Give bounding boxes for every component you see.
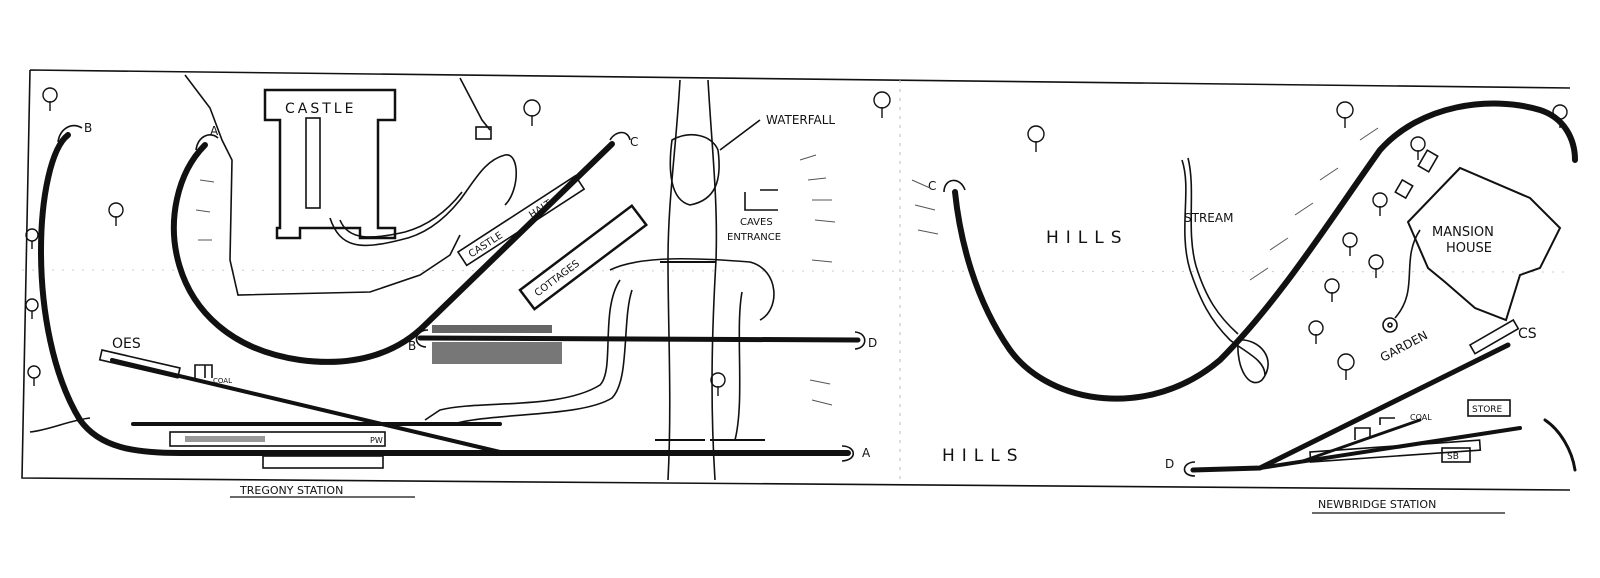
stream	[734, 291, 743, 441]
pw-label: PW	[370, 436, 383, 445]
garden-fountain-inner	[1387, 322, 1393, 328]
baseboard-outline	[21, 69, 1571, 491]
caves-label-1: CAVES	[740, 217, 773, 228]
tregony-lower-platform	[262, 455, 384, 469]
garden-fountain	[1382, 317, 1398, 333]
stream	[449, 289, 633, 426]
castle-building	[263, 88, 397, 240]
castle-wall	[184, 74, 461, 296]
hill-hatching	[195, 154, 836, 406]
coal-staithes-right	[1354, 417, 1395, 440]
castle-road	[339, 191, 463, 238]
pond	[1237, 339, 1269, 384]
castle-halt-platform	[456, 174, 586, 267]
path-north	[459, 77, 491, 131]
track-end-right-d	[1183, 461, 1196, 477]
track-end-mid-c	[609, 131, 631, 141]
track-end-left-a-label: A	[210, 124, 219, 138]
hut	[475, 126, 492, 140]
track-end-left-b	[57, 124, 83, 143]
track-end-left-b-label: B	[84, 121, 92, 135]
stream	[609, 257, 775, 321]
mansion-house-label-1: MANSION	[1432, 225, 1494, 240]
river-bank	[667, 79, 681, 481]
coal-staithes-left	[194, 364, 213, 378]
track-end-mid-b	[415, 329, 429, 348]
tree-icons	[25, 87, 1568, 396]
track-newbridge-coal	[1298, 418, 1422, 464]
coal-label-left: COAL	[213, 377, 232, 385]
track-end-mid-d-label: D	[868, 336, 877, 350]
newbridge-platform	[1309, 439, 1482, 463]
stream-west	[29, 417, 91, 433]
castle-road	[329, 154, 517, 247]
track-end-mid-a	[841, 445, 855, 462]
track-end-mid-c-label: C	[630, 135, 638, 149]
track-castle-loop	[170, 141, 615, 365]
cs-label: CS	[1518, 326, 1537, 342]
stream-right	[1187, 157, 1239, 335]
tregony-platform-building	[185, 436, 265, 442]
track-oes-branch	[110, 358, 502, 454]
baseboard-join	[21, 269, 1571, 273]
oes-label: OES	[112, 336, 141, 352]
tregony-platform	[169, 431, 386, 447]
hills-label-lower: HILLS	[942, 446, 1025, 466]
track-end-mid-a-label: A	[862, 446, 871, 460]
track-end-right-c	[943, 179, 966, 193]
store-label: STORE	[1472, 405, 1503, 415]
coal-label-right: COAL	[1410, 413, 1432, 422]
newbridge-station-label: NEWBRIDGE STATION	[1318, 498, 1436, 511]
waterfall-pointer	[719, 119, 761, 151]
outbuilding	[1417, 149, 1439, 173]
garden-label: GARDEN	[1378, 328, 1430, 365]
track-left-loop	[38, 132, 851, 456]
track-right-tail	[1543, 418, 1577, 472]
caves-entrance	[744, 189, 778, 211]
track-siding-bd	[417, 335, 861, 343]
hill-hatching-right	[911, 127, 1379, 281]
store-building	[1467, 399, 1511, 417]
cottages-building	[518, 203, 649, 311]
stone-wall	[432, 325, 562, 364]
track-end-mid-b-label: B	[408, 339, 416, 353]
stream	[424, 279, 621, 421]
track-end-left-a	[195, 134, 219, 151]
mansion-house-label-2: HOUSE	[1446, 241, 1492, 256]
signal-box	[1441, 447, 1471, 463]
hills-label-upper: HILLS	[1046, 228, 1129, 248]
caves-label-2: ENTRANCE	[727, 232, 781, 243]
outbuilding	[1394, 178, 1414, 200]
sb-label: SB	[1447, 452, 1459, 462]
track-end-right-c-label: C	[928, 179, 936, 193]
track-end-mid-d	[854, 331, 866, 350]
stream-right	[1181, 159, 1266, 376]
garden-path	[1394, 229, 1421, 319]
castle-label: CASTLE	[285, 101, 356, 117]
castle-courtyard	[305, 117, 321, 209]
stream-label: STREAM	[1184, 211, 1233, 225]
oes-platform	[98, 349, 181, 379]
cs-platform	[1468, 318, 1520, 355]
waterfall-cascade	[669, 134, 720, 206]
mansion-house	[1406, 166, 1562, 322]
waterfall-label: WATERFALL	[766, 113, 835, 127]
track-end-right-d-label: D	[1165, 457, 1174, 471]
track-right-loop	[952, 100, 1578, 402]
tregony-station-label: TREGONY STATION	[239, 484, 343, 497]
